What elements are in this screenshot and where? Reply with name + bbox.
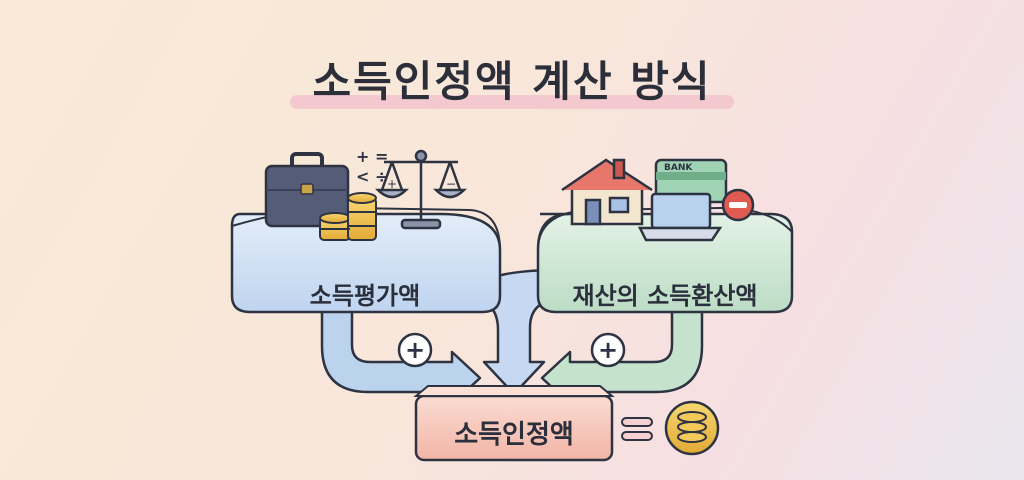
scale-icon: + − bbox=[374, 149, 468, 230]
title-highlight bbox=[290, 95, 734, 109]
result-box-label: 소득인정액 bbox=[454, 420, 574, 450]
right-box-label: 재산의 소득환산액 bbox=[572, 282, 758, 310]
minus-icon bbox=[721, 188, 755, 222]
result-box bbox=[413, 385, 615, 462]
math-row-2: < ÷ bbox=[356, 167, 388, 186]
svg-text:+: + bbox=[387, 177, 397, 191]
house-icon bbox=[561, 158, 653, 226]
coins-icon bbox=[319, 192, 377, 241]
right-plus-icon: + bbox=[590, 332, 626, 368]
left-box-label: 소득평가액 bbox=[309, 282, 421, 310]
briefcase-icon bbox=[264, 152, 350, 228]
bank-card-label: BANK bbox=[664, 163, 693, 173]
bank-card-icon: BANK bbox=[654, 158, 728, 204]
math-row-1: + = bbox=[356, 147, 388, 166]
result-coins-icon bbox=[664, 400, 720, 456]
left-plus-icon: + bbox=[397, 332, 433, 368]
math-symbols-icon: + = < ÷ bbox=[356, 147, 388, 186]
left-plus-label: + bbox=[405, 336, 425, 364]
right-plus-label: + bbox=[598, 336, 618, 364]
equals-icon bbox=[621, 417, 653, 441]
page-title: 소득인정액 계산 방식 bbox=[312, 57, 712, 106]
laptop-icon bbox=[637, 192, 723, 242]
svg-text:−: − bbox=[446, 177, 456, 191]
